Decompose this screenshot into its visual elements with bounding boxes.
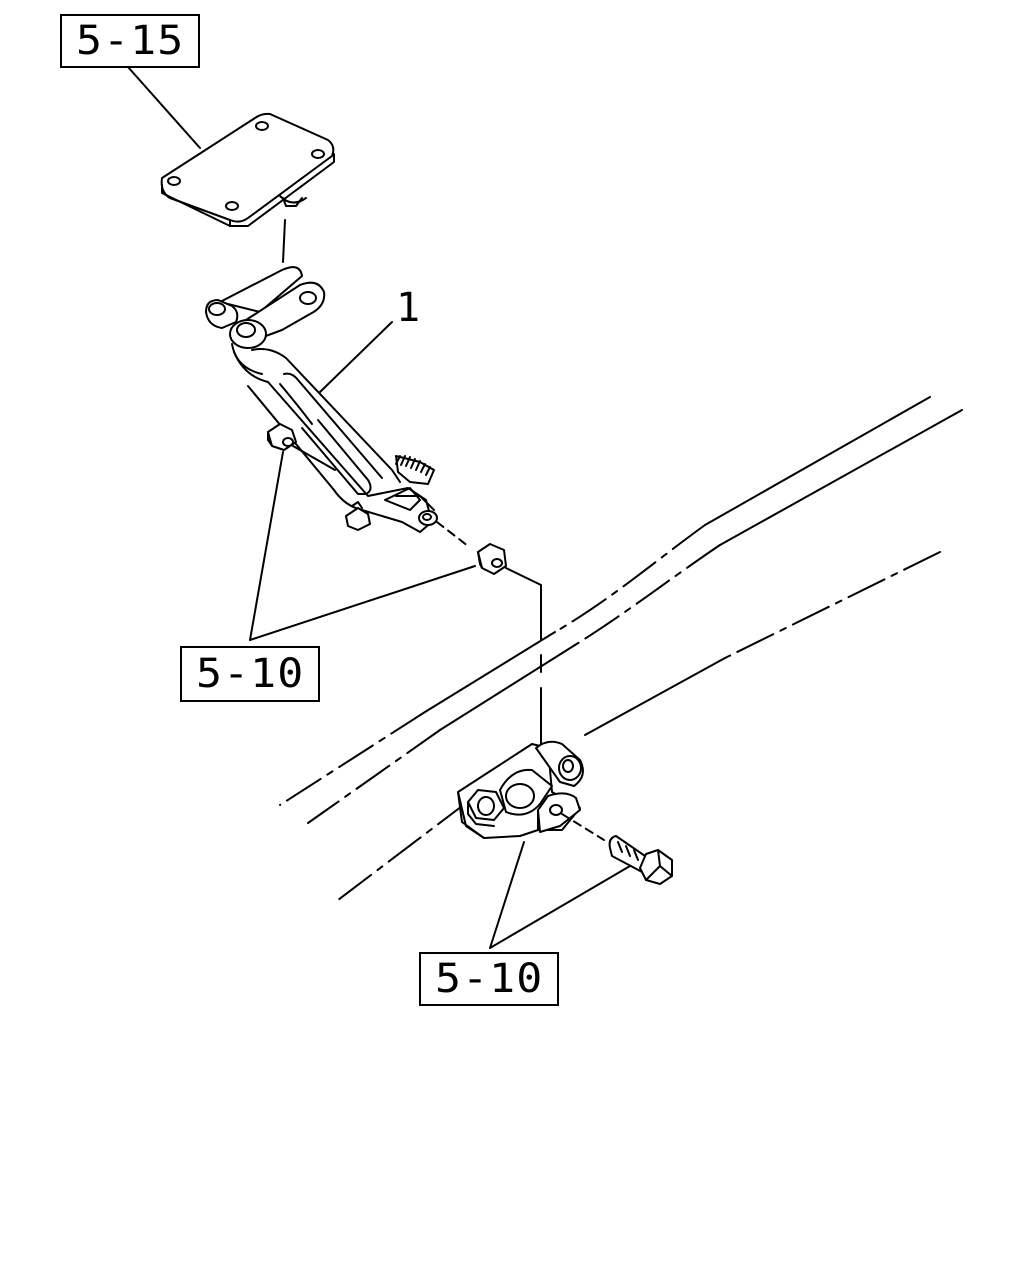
- callout-ref-bottom-text: 5-10: [434, 956, 544, 1002]
- frame-rail-lower-edge: [308, 410, 962, 823]
- leveling-valve-arm: [206, 267, 437, 532]
- leader-bottom-bolt: [490, 866, 630, 948]
- callout-ref-middle-text: 5-10: [195, 651, 305, 697]
- connection-line-nut-clamp: [437, 522, 468, 546]
- callout-ref-top[interactable]: 5-15: [60, 14, 200, 68]
- callout-ref-top-text: 5-15: [75, 18, 185, 64]
- nut-left: [268, 424, 296, 450]
- callout-ref-bottom[interactable]: 5-10: [419, 952, 559, 1006]
- frame-rail-bottom-edge: [338, 552, 940, 900]
- leader-bottom-bracket: [490, 842, 524, 948]
- mounting-plate: [162, 114, 334, 226]
- leader-part-1: [320, 322, 392, 392]
- frame-rail-upper-edge: [280, 397, 930, 805]
- nut-right: [478, 544, 506, 574]
- connection-line-nut-arm: [293, 446, 335, 470]
- part-number-text: 1: [396, 285, 421, 331]
- callout-ref-middle[interactable]: 5-10: [180, 646, 320, 702]
- leader-middle-nut-left: [250, 452, 283, 640]
- lower-bracket: [458, 742, 583, 838]
- leader-middle-nut-right: [250, 566, 475, 640]
- connection-line-plate-arm: [283, 220, 285, 262]
- leader-top-plate: [128, 67, 200, 148]
- connection-line-bracket-bolt: [562, 814, 604, 840]
- bolt: [610, 836, 672, 884]
- part-number-label[interactable]: 1: [396, 288, 420, 328]
